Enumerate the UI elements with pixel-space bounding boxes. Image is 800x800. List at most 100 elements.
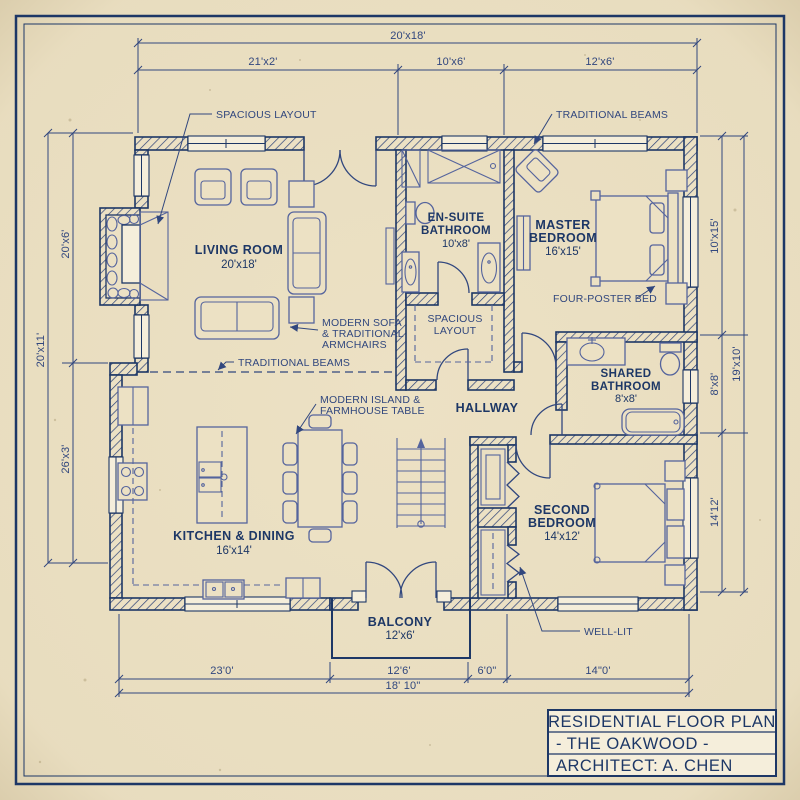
svg-text:LAYOUT: LAYOUT [434,325,477,337]
window-second-right [682,477,699,559]
title-block-line2: - THE OAKWOOD - [556,735,709,753]
cabinet [285,577,321,599]
balcony-french-doors [351,561,452,603]
nightstand-master-2 [665,282,688,305]
room-label-balcony: BALCONY [368,615,433,629]
hall-closets [480,448,521,596]
room-size-kitchen: 16'x14' [216,545,252,557]
dim-bottom-overall: 18' 10" [386,680,421,692]
room-size-balcony: 12'x6' [385,630,414,642]
svg-text:TRADITIONAL BEAMS: TRADITIONAL BEAMS [556,109,668,121]
dimension-bottom: 23'0' 12'6' 6'0" 14"0' 18' 10" [114,614,694,698]
svg-text:MODERN ISLAND &: MODERN ISLAND & [320,394,420,406]
dim-right-lower: 14'12' [709,497,721,527]
svg-text:& TRADITIONAL: & TRADITIONAL [322,328,404,340]
window-living-left-lower [133,314,150,359]
sofa-horizontal [194,296,280,340]
furniture-master [515,149,688,305]
title-block-line3: ARCHITECT: A. CHEN [556,757,733,775]
window-ensuite-top [441,135,488,152]
dim-top-right: 12'x6' [585,56,614,68]
dim-right-mid: 8'x8' [709,373,721,396]
annotation-four-poster: FOUR-POSTER BED [553,285,657,305]
dimension-left: 20'x11' 20'x6' 26'x3' [35,128,133,568]
dim-right-upper: 10'x15' [709,218,721,254]
dim-top-mid: 10'x6' [436,56,465,68]
svg-text:FOUR-POSTER BED: FOUR-POSTER BED [553,293,657,305]
sheet-border [14,14,786,786]
staircase [396,438,446,528]
room-label-ensuite-2: BATHROOM [421,225,491,237]
toilet-shared [659,342,682,376]
dining-table [282,414,358,543]
room-label-shared-2: BATHROOM [591,381,661,393]
armchair-1 [194,168,232,206]
annotations: SPACIOUS LAYOUT TRADITIONAL BEAMS MODERN… [156,109,668,638]
vanity-left [401,251,420,293]
linen-niche [401,149,421,188]
room-label-second-1: SECOND [534,503,590,517]
dim-right-overall: 19'x10' [731,346,743,382]
window-sharedbath-right [682,369,699,404]
balcony-outline [331,598,471,659]
ensuite-door [437,261,470,294]
room-label-living: LIVING ROOM [195,243,283,257]
room-label-kitchen: KITCHEN & DINING [173,529,295,543]
svg-text:FARMHOUSE TABLE: FARMHOUSE TABLE [320,405,425,417]
fireplace-stones [106,213,140,300]
room-labels: LIVING ROOM 20'x18' EN-SUITE BATHROOM 10… [173,212,661,642]
window-second-bottom [557,596,639,612]
dimensions: 20'x18' 21'x2' 10'x6' 12'x6' 20'x11' 20'… [35,30,749,698]
dim-bottom-right: 14"0' [585,665,610,677]
dim-bottom-balcony: 12'6' [387,665,411,677]
bifold-door-lower [505,544,521,583]
hearth [139,211,169,301]
kitchen-island [196,426,248,524]
fixtures-sharedbath [566,337,685,436]
annotation-sofa: MODERN SOFA & TRADITIONAL ARMCHAIRS [289,317,404,351]
annotation-closet: SPACIOUS LAYOUT [427,313,482,337]
svg-text:ARMCHAIRS: ARMCHAIRS [322,339,387,351]
closet-lower-box [480,529,506,596]
title-block-line1: RESIDENTIAL FLOOR PLAN [548,713,776,731]
svg-text:SPACIOUS LAYOUT: SPACIOUS LAYOUT [216,109,317,121]
dim-left-upper: 20'x6' [60,229,72,258]
svg-text:WELL-LIT: WELL-LIT [584,626,633,638]
nightstand-second-1 [664,460,686,482]
nightstand-master-1 [665,169,688,192]
window-master-right [682,196,699,288]
shower [427,149,501,184]
annotation-island: MODERN ISLAND & FARMHOUSE TABLE [295,394,425,435]
dimension-top: 20'x18' 21'x2' 10'x6' 12'x6' [133,30,702,135]
fireplace [99,207,169,306]
nightstand-second-2 [664,564,686,586]
window-kitchen-bottom [184,596,291,612]
annotation-spacious-top: SPACIOUS LAYOUT [156,109,317,225]
second-bedroom-door [515,443,551,479]
closet-door [436,348,469,381]
room-size-living: 20'x18' [221,259,257,271]
kitchen-sink [202,579,245,600]
bathtub [621,408,685,436]
dim-left-overall: 20'x11' [35,333,47,368]
annotation-well-lit: WELL-LIT [518,566,633,638]
fixtures-ensuite [401,149,501,293]
master-door [521,332,557,368]
room-size-second: 14'x12' [544,531,580,543]
hall-closet-walls [469,436,517,599]
vanity-shared [566,337,626,366]
armchair-master [515,149,559,193]
room-size-ensuite: 10'x8' [442,238,470,250]
dim-left-lower: 26'x3' [60,444,72,473]
furniture-living [194,168,395,340]
dim-bottom-mid: 6'0" [477,665,496,677]
ensuite-closet-dashes [414,305,493,363]
vanity-right [477,242,501,293]
armchair-2 [240,168,278,206]
furniture-kitchen [117,386,358,600]
room-label-second-2: BEDROOM [528,516,596,530]
tv-console [385,227,395,285]
windows [108,135,699,612]
